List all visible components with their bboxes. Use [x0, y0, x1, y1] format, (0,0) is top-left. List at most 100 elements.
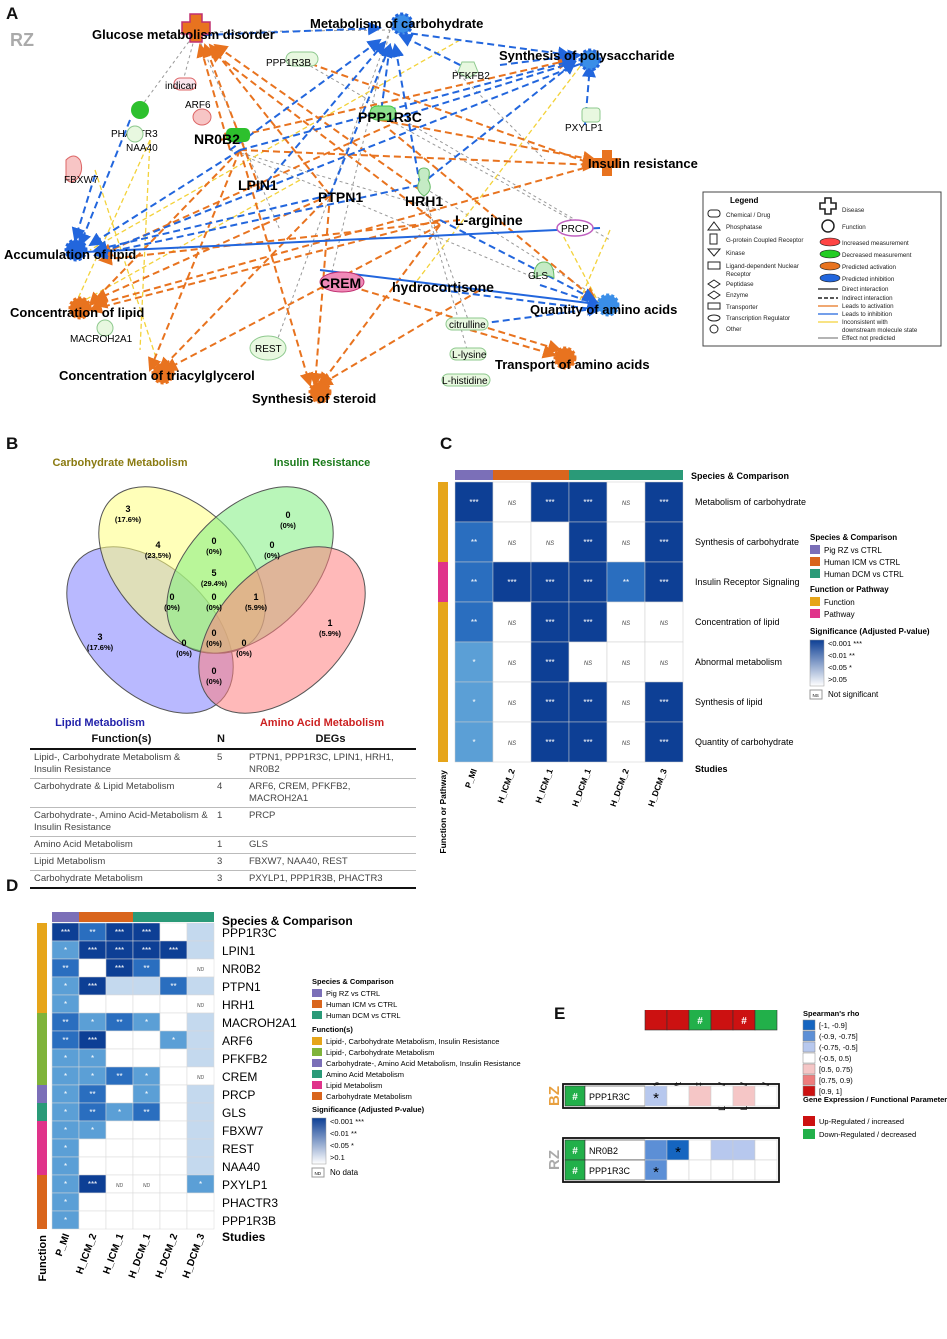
panel-c-heatmap: Species & Comparison***NS******NS***Meta… [438, 470, 930, 854]
node-lhis[interactable]: L-histidine [441, 373, 491, 387]
node-llys[interactable]: L-lysine [449, 347, 487, 361]
node-larg[interactable]: L-arginine [455, 212, 523, 228]
heat-cell [105, 1156, 134, 1176]
heat-row-label: PTPN1 [222, 980, 261, 994]
heat-col-label: H_ICM_2 [75, 1232, 100, 1276]
node-steroid[interactable]: Synthesis of steroid [252, 380, 376, 406]
heat-cell-label: ** [471, 578, 477, 587]
node-conc-lipid[interactable]: Concentration of lipid [10, 296, 144, 320]
legend-c-ns-box-label: NS [813, 693, 819, 698]
heat-cell-label: ** [143, 964, 149, 973]
row-group-bar [438, 602, 448, 642]
heat-cell [186, 1120, 215, 1140]
node-pfkfb2[interactable]: PFKFB2 [452, 61, 490, 82]
svg-text:G-protein Coupled Receptor: G-protein Coupled Receptor [726, 237, 803, 244]
node-ptpn1[interactable]: PTPN1 [318, 189, 363, 205]
node-accum[interactable]: Accumulation of lipid [4, 238, 136, 262]
venn-region-pct-10: (0%) [206, 603, 222, 612]
heat-cell-label: *** [545, 618, 554, 627]
venn-region-pct-12: (0%) [206, 639, 222, 648]
heat-cell [132, 1156, 161, 1176]
heat-col-label: H_DCM_3 [181, 1232, 207, 1280]
node-glucose[interactable]: Glucose metabolism disorder [92, 13, 275, 43]
heat-cell [644, 521, 684, 563]
svg-text:Metabolism of carbohydrate: Metabolism of carbohydrate [310, 16, 483, 31]
node-ppp1r3b[interactable]: PPP1R3B [266, 51, 319, 69]
legend-e-item: (-0.5, 0.5) [819, 1054, 852, 1063]
heat-cell [159, 1174, 188, 1194]
heat-col-label: H_DCM_3 [646, 767, 669, 808]
node-indican[interactable]: indican [165, 77, 197, 92]
venn-region-0: 3 [97, 632, 102, 642]
table-cell: 1 [213, 836, 245, 854]
svg-text:L-histidine: L-histidine [442, 376, 488, 387]
legend-d-gradient [311, 1117, 327, 1165]
rho-star: * [675, 1144, 681, 1161]
svg-text:Leads to inhibition: Leads to inhibition [842, 311, 892, 318]
legend-d-fswatch [312, 1048, 322, 1056]
rho-cell [710, 1159, 734, 1181]
heat-cell-label: * [64, 1108, 67, 1117]
node-ppp1r3c[interactable]: PPP1R3C [358, 105, 422, 125]
node-polysac[interactable]: Synthesis of polysaccharide [499, 48, 675, 72]
heat-col-label: H_DCM_1 [127, 1232, 153, 1280]
heat-cell [132, 976, 161, 996]
heat-cell-label: *** [507, 578, 516, 587]
rz-frame [562, 1137, 780, 1183]
heat-cell [159, 994, 188, 1014]
heat-row-label: NAA40 [222, 1160, 260, 1174]
node-conc-tag[interactable]: Concentration of triacylglycerol [59, 361, 255, 385]
node-transport[interactable]: Transport of amino acids [495, 346, 650, 372]
node-prcp[interactable]: PRCP [556, 219, 594, 237]
node-carb[interactable]: Metabolism of carbohydrate [310, 12, 483, 36]
node-nr0b2[interactable]: NR0B2 [194, 128, 250, 147]
heat-row-label: PPP1R3C [222, 926, 277, 940]
heat-cell-label: ** [89, 928, 95, 937]
node-lpin1[interactable]: LPIN1 [238, 177, 278, 193]
heat-cell [78, 994, 107, 1014]
heat-cell [568, 561, 608, 603]
node-macro[interactable]: MACROH2A1 [70, 319, 133, 345]
heat-cell [186, 1030, 215, 1050]
node-rest[interactable]: REST [249, 335, 287, 361]
gene-hash: # [572, 1092, 578, 1103]
legend-a: Legend Chemical / Drug Phosphatase G-pro… [702, 191, 942, 347]
svg-text:Accumulation of lipid: Accumulation of lipid [4, 247, 136, 262]
node-insulin[interactable]: Insulin resistance [588, 150, 698, 176]
table-cell: PRCP [245, 807, 416, 837]
heat-row-label: Quantity of carbohydrate [695, 737, 794, 747]
heat-cell-label: *** [659, 498, 668, 507]
heat-cell [105, 1048, 134, 1068]
venn-region-3: 1 [327, 618, 332, 628]
venn-region-10: 0 [211, 592, 216, 602]
svg-text:indican: indican [165, 81, 197, 92]
heat-row-label: GLS [222, 1106, 246, 1120]
rho-cell [732, 1085, 756, 1107]
heat-cell-label: *** [545, 658, 554, 667]
legend-e-down [803, 1129, 815, 1139]
node-hrh1[interactable]: HRH1 [405, 167, 443, 209]
node-pxylp1[interactable]: PXYLP1 [565, 107, 603, 134]
node-gls[interactable]: GLS [528, 261, 555, 282]
node-citrulline[interactable]: citrulline [445, 317, 489, 331]
venn-region-pct-5: (0%) [206, 547, 222, 556]
heat-cell-label: * [64, 1180, 67, 1189]
node-fbxw7[interactable]: FBXW7 [64, 155, 99, 186]
node-crem[interactable]: CREM [319, 271, 365, 293]
heat-cell [454, 521, 494, 563]
heat-cell-label: *** [115, 928, 124, 937]
heat-cell [186, 1012, 215, 1032]
heat-cell-label: ** [62, 964, 68, 973]
heat-cell-label: * [64, 1054, 67, 1063]
svg-text:LPIN1: LPIN1 [238, 177, 278, 193]
node-hydro[interactable]: hydrocortisone [392, 279, 494, 295]
heat-cell [78, 1138, 107, 1158]
node-naa40[interactable]: NAA40 [126, 125, 158, 154]
heat-cell-label: * [472, 658, 475, 667]
node-arf6[interactable]: ARF6 [185, 100, 212, 126]
node-quantity[interactable]: Quantity of amino acids [530, 293, 677, 317]
legend-d-swatch [312, 989, 322, 997]
species-bar [79, 912, 106, 922]
heat-cell-label: * [64, 1126, 67, 1135]
